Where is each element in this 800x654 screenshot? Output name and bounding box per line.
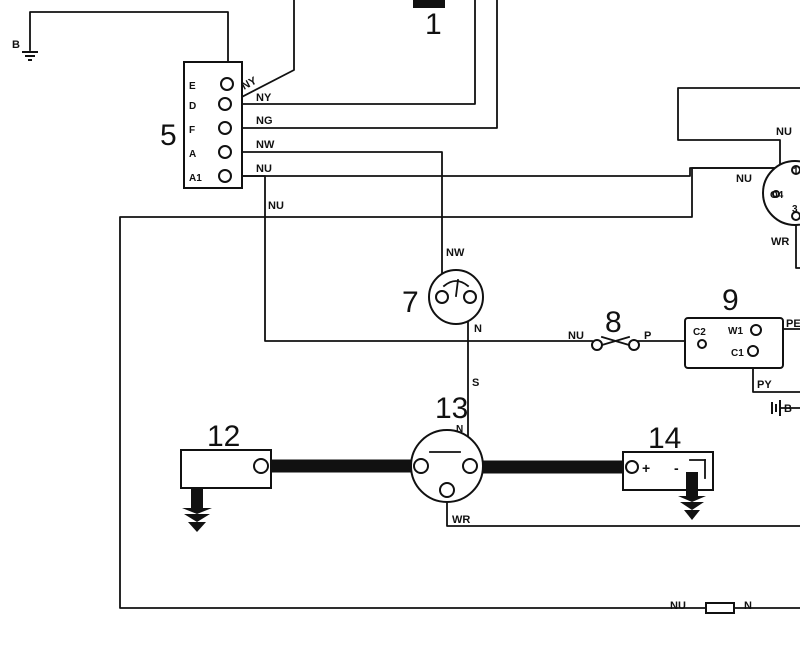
wire-ground-b	[29, 11, 229, 85]
label-wire-nu-1: NU	[256, 163, 272, 175]
label-wire-b-right: B	[784, 403, 792, 415]
wire-ny-e	[231, 0, 476, 105]
right-module	[762, 160, 800, 226]
label-right-pin-1: 1	[793, 166, 799, 177]
label-wire-b-top: B	[12, 39, 20, 51]
label-wire-p: P	[644, 330, 651, 342]
ground-right	[771, 400, 781, 416]
label-wire-ny-2: NY	[256, 92, 272, 104]
wire-nw-a	[231, 151, 443, 287]
label-component-14: 14	[648, 422, 681, 455]
label-right-pin-4: O4	[770, 190, 784, 201]
label-wire-wr-bottom: WR	[452, 514, 470, 526]
label-c5-pin-d: D	[189, 101, 196, 112]
label-component-13: 13	[435, 392, 468, 425]
label-c5-pin-a1: A1	[189, 173, 202, 184]
label-wire-wr-right: WR	[771, 236, 789, 248]
label-component-12: 12	[207, 420, 240, 453]
label-wire-nw-1: NW	[256, 139, 275, 151]
label-c9-pin-c2: C2	[693, 327, 706, 338]
label-wire-nu-right-mid: NU	[736, 173, 752, 185]
component-13-body	[410, 429, 484, 503]
label-component-5: 5	[160, 119, 177, 152]
label-wire-pe: PE	[786, 318, 800, 330]
label-right-pin-3: 3	[792, 204, 798, 215]
component-7-body	[428, 269, 484, 325]
wire-nu-top-right	[677, 87, 800, 169]
label-wire-s: S	[472, 377, 479, 389]
component-13	[410, 429, 484, 503]
component-14	[622, 451, 714, 520]
label-c5-pin-e: E	[189, 81, 196, 92]
component-9	[684, 317, 784, 369]
c5-terminal-a	[218, 145, 232, 159]
component-12	[180, 449, 272, 532]
label-wire-n-1: N	[474, 323, 482, 335]
wire-ny-d	[230, 0, 295, 104]
label-c9-pin-w1: W1	[728, 326, 743, 337]
label-wire-nu-right-top: NU	[776, 126, 792, 138]
label-c14-plus: +	[642, 460, 650, 476]
resistor-bottom	[705, 602, 735, 614]
wire-wr-right	[795, 217, 800, 269]
label-wire-nu-3: NU	[568, 330, 584, 342]
wire-wr	[446, 489, 800, 527]
c5-terminal-d	[218, 97, 232, 111]
c5-terminal-a1	[218, 169, 232, 183]
label-c13-pin-n: N	[456, 424, 463, 435]
component-8	[591, 335, 640, 351]
ground-top-left	[22, 51, 38, 61]
label-wire-nu-bottom: NU	[670, 600, 686, 612]
label-component-1: 1	[425, 8, 442, 41]
c5-terminal-f	[218, 121, 232, 135]
wire-nu-long	[119, 167, 786, 609]
label-component-9: 9	[722, 284, 739, 317]
label-wire-ng: NG	[256, 115, 273, 127]
component-5	[183, 61, 243, 189]
label-c14-minus: -	[674, 460, 679, 476]
label-wire-nw-2: NW	[446, 247, 465, 259]
label-wire-nu-2: NU	[268, 200, 284, 212]
wire-ng-f	[231, 0, 498, 129]
label-component-7: 7	[402, 286, 419, 319]
c5-terminal-e	[220, 77, 234, 91]
wire-nu-a1	[231, 167, 781, 177]
component-7	[428, 269, 484, 325]
label-c5-pin-a: A	[189, 149, 196, 160]
label-component-8: 8	[605, 306, 622, 339]
label-c9-pin-c1: C1	[731, 348, 744, 359]
label-wire-n-bottom: N	[744, 600, 752, 612]
label-c5-pin-f: F	[189, 125, 195, 136]
component-1	[413, 0, 445, 8]
right-module-body	[762, 160, 800, 226]
wire-nu-a1-down	[231, 175, 593, 342]
label-wire-py: PY	[757, 379, 772, 391]
